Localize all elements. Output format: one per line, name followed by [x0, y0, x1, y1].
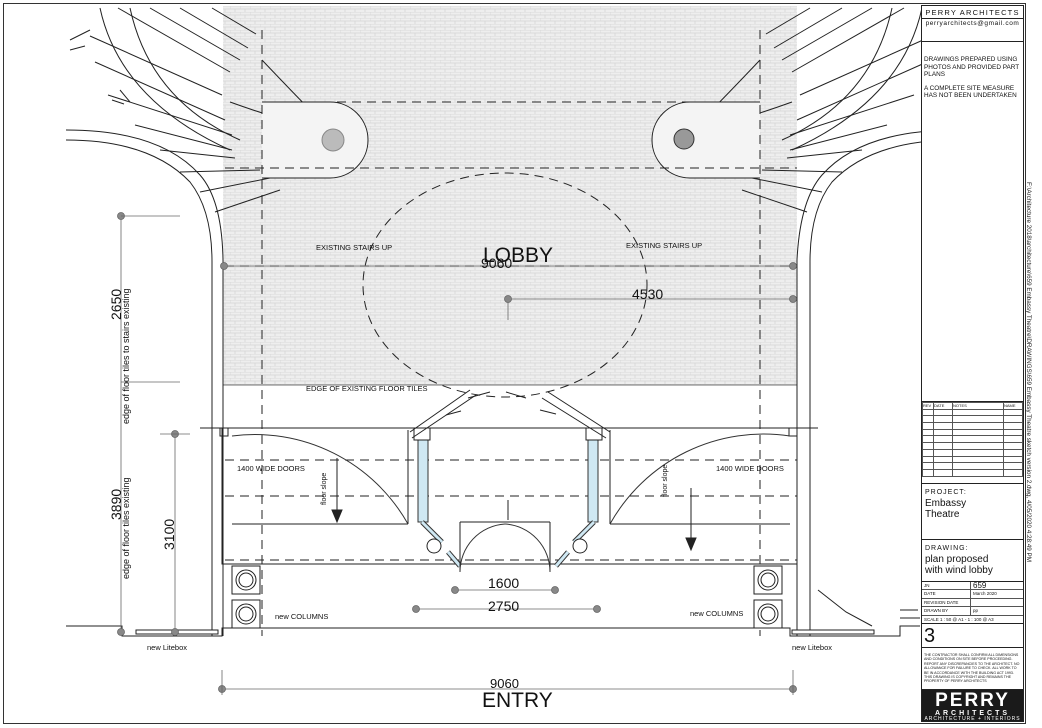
entry-width-dim: 9060 [490, 676, 519, 691]
floor-slope-right-label: floor slope [662, 465, 669, 497]
lobby-width-dim: 9060 [481, 255, 512, 271]
dashed-overhead-lines [225, 30, 797, 636]
stairs-right-label: EXISTING STAIRS UP [626, 241, 702, 250]
floor-slope-arrows [331, 458, 697, 552]
litebox-left-label: new Litebox [147, 643, 187, 652]
note-1: DRAWINGS PREPARED USING PHOTOS AND PROVI… [924, 56, 1020, 79]
project-name-2: Theatre [925, 509, 960, 520]
notes-header: NOTES [952, 402, 1004, 410]
lobby-dimension [220, 262, 797, 320]
dim-3890: 3890 [108, 489, 124, 520]
dim-3100: 3100 [161, 519, 177, 550]
drawing-box: DRAWING: plan proposed with wind lobby [922, 540, 1023, 582]
columns-right [753, 565, 783, 629]
dim-2650: 2650 [108, 289, 124, 320]
dim-3890-note: edge of floor tiles existing [121, 477, 131, 579]
info-value: pp [973, 608, 979, 614]
info-key: DATE [922, 590, 971, 598]
edge-tiles-label: EDGE OF EXISTING FLOOR TILES [306, 384, 428, 393]
doors-right-label: 1400 WIDE DOORS [716, 464, 784, 473]
project-label: PROJECT: [925, 489, 967, 496]
logo-subtext: ARCHITECTS [934, 710, 1011, 717]
project-name-1: Embassy [925, 498, 967, 509]
firm-email: perryarchitects@gmail.com [925, 20, 1020, 27]
info-value: March 2020 [973, 591, 997, 597]
date-header: DATE [933, 402, 953, 410]
title-block: PERRY ARCHITECTS perryarchitects@gmail.c… [921, 5, 1024, 722]
info-value [1021, 616, 1023, 624]
radius-dim: 4530 [632, 286, 663, 302]
logo-text: PERRY [935, 690, 1010, 711]
bottom-dimensions [218, 586, 797, 695]
columns-left [231, 565, 261, 629]
wind-lobby [200, 389, 818, 573]
drawing-title-2: with wind lobby [925, 565, 993, 576]
floor-slope-left-label: floor slope [321, 473, 328, 505]
file-path: F:\Architecture 2018\architecture\659 Em… [1025, 182, 1032, 562]
info-key: DRAWN BY [922, 607, 971, 615]
litebox-right-label: new Litebox [792, 643, 832, 652]
lobby-label: LOBBY [483, 244, 553, 267]
stairs-right [699, 7, 957, 636]
vertical-dimensions [117, 212, 190, 636]
disclaimer: THE CONTRACTOR SHALL CONFIRM ALL DIMENSI… [922, 648, 1023, 690]
entry-label: ENTRY [482, 689, 553, 712]
name-header: NAME [1003, 402, 1023, 410]
columns-left-label: new COLUMNS [275, 612, 328, 621]
info-value [971, 599, 1023, 606]
stairs-left [65, 7, 323, 636]
perry-logo: PERRY ARCHITECTS ARCHITECTURE + INTERIOR… [922, 690, 1023, 722]
info-key: REVISION DATE [922, 598, 971, 607]
columns-right-label: new COLUMNS [690, 609, 743, 618]
tiled-floor [223, 6, 797, 386]
drawing-label: DRAWING: [925, 545, 969, 552]
note-2: A COMPLETE SITE MEASURE HAS NOT BEEN UND… [924, 84, 1017, 100]
drawing-title-1: plan proposed [925, 554, 989, 565]
doors-left-label: 1400 WIDE DOORS [237, 464, 305, 473]
revision-table: REV DATE NOTES NAME [922, 402, 1023, 484]
firm-name: PERRY ARCHITECTS [922, 8, 1023, 19]
rev-header: REV [922, 402, 934, 410]
info-value: 659 [973, 581, 987, 590]
project-box: PROJECT: Embassy Theatre [922, 484, 1023, 540]
sheet-number: 3 [922, 624, 1023, 648]
dim-2750: 2750 [488, 598, 519, 614]
stair-newel-right [651, 101, 760, 179]
drawing-notes: DRAWINGS PREPARED USING PHOTOS AND PROVI… [922, 42, 1023, 402]
logo-tagline: ARCHITECTURE + INTERIORS [924, 716, 1021, 722]
firm-header: PERRY ARCHITECTS perryarchitects@gmail.c… [922, 6, 1023, 42]
dim-1600: 1600 [488, 575, 519, 591]
info-key: JN [922, 582, 971, 590]
info-key: SCALE 1 : 50 @ A1 - 1 : 100 @ A3 [924, 616, 994, 622]
dim-2650-note: edge of floor tiles to stairs existing [121, 288, 131, 424]
stair-newel-left [262, 101, 369, 179]
stairs-left-label: EXISTING STAIRS UP [316, 243, 392, 252]
